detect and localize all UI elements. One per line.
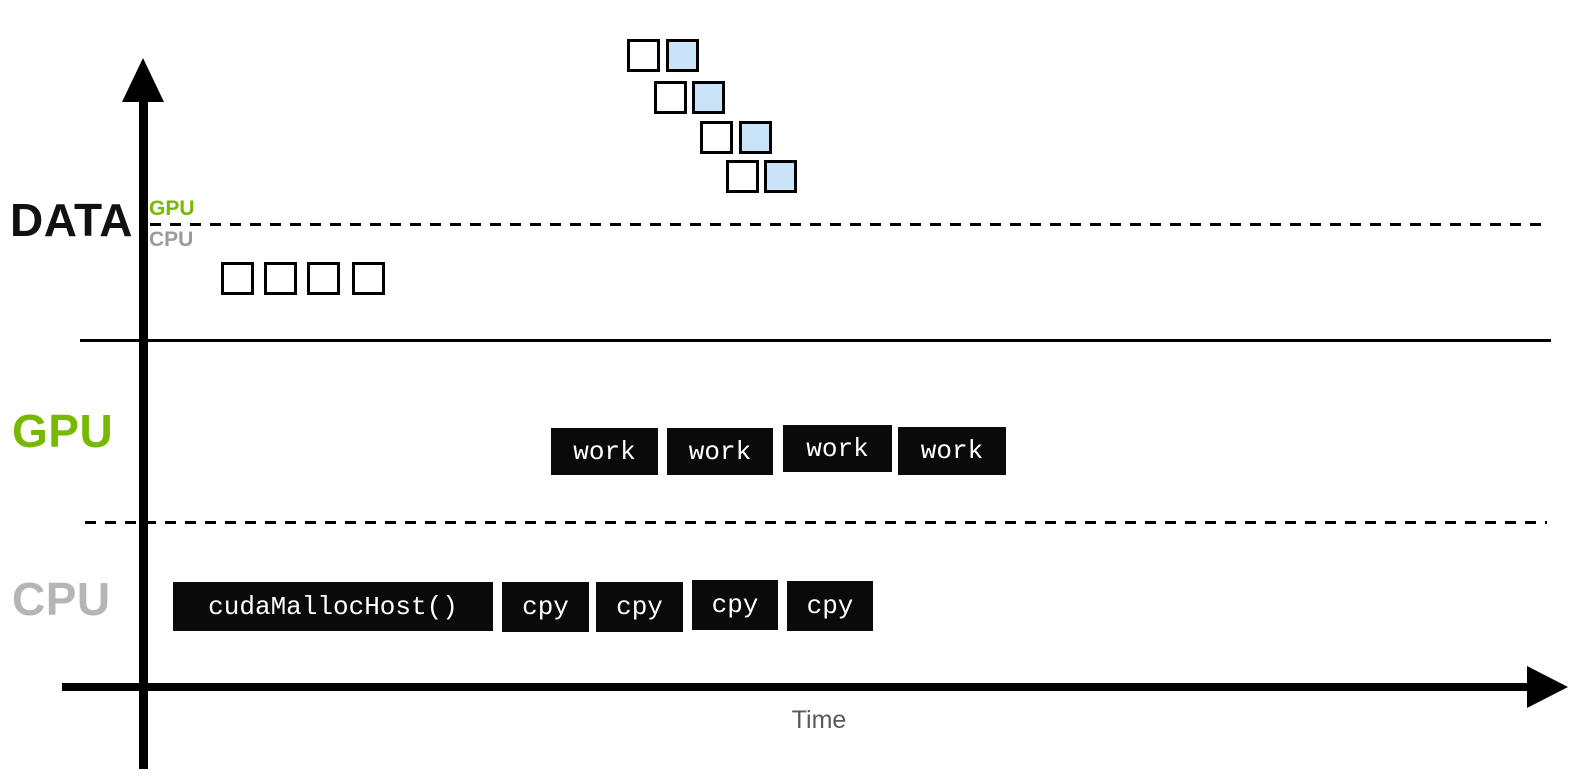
x-axis-arrowhead-icon bbox=[1527, 666, 1568, 708]
transfer-pair-4-device-chunk bbox=[764, 160, 797, 193]
host-chunk-3 bbox=[307, 262, 340, 295]
data-lane-gpu-side-label: GPU bbox=[149, 197, 195, 220]
cpu-lane-label: CPU bbox=[12, 573, 111, 625]
gpu-work-box-4: work bbox=[898, 427, 1006, 475]
cpu-cudamallochost-box: cudaMallocHost() bbox=[173, 582, 493, 631]
data-gpu-lane-divider bbox=[80, 339, 1551, 342]
cpu-cpy-box-4: cpy bbox=[787, 581, 873, 631]
transfer-pair-3-host-chunk bbox=[700, 121, 733, 154]
gpu-cpu-lane-dashed-divider bbox=[85, 521, 1547, 524]
transfer-pair-2-device-chunk bbox=[692, 81, 725, 114]
transfer-pair-3-device-chunk bbox=[739, 121, 772, 154]
gpu-work-box-3: work bbox=[783, 425, 892, 472]
transfer-pair-4-host-chunk bbox=[726, 160, 759, 193]
transfer-pair-1-device-chunk bbox=[666, 39, 699, 72]
gpu-work-box-2: work bbox=[667, 428, 773, 475]
data-lane-label: DATA bbox=[10, 194, 133, 246]
data-lane-cpu-side-label: CPU bbox=[149, 228, 194, 251]
host-chunk-4 bbox=[352, 262, 385, 295]
data-lane-gpu-cpu-dashed-divider bbox=[150, 223, 1550, 226]
y-axis-arrowhead-icon bbox=[122, 58, 164, 102]
cpu-cpy-box-1: cpy bbox=[502, 582, 589, 632]
transfer-pair-2-host-chunk bbox=[654, 81, 687, 114]
y-axis-line bbox=[139, 92, 148, 769]
transfer-pair-1-host-chunk bbox=[627, 39, 660, 72]
x-axis-label: Time bbox=[791, 706, 847, 734]
cpu-cpy-box-3: cpy bbox=[692, 580, 778, 630]
gpu-lane-label: GPU bbox=[12, 405, 114, 457]
cpu-cpy-box-2: cpy bbox=[596, 582, 683, 632]
gpu-work-box-1: work bbox=[551, 428, 658, 475]
host-chunk-1 bbox=[221, 262, 254, 295]
host-chunk-2 bbox=[264, 262, 297, 295]
x-axis-line bbox=[62, 683, 1529, 691]
